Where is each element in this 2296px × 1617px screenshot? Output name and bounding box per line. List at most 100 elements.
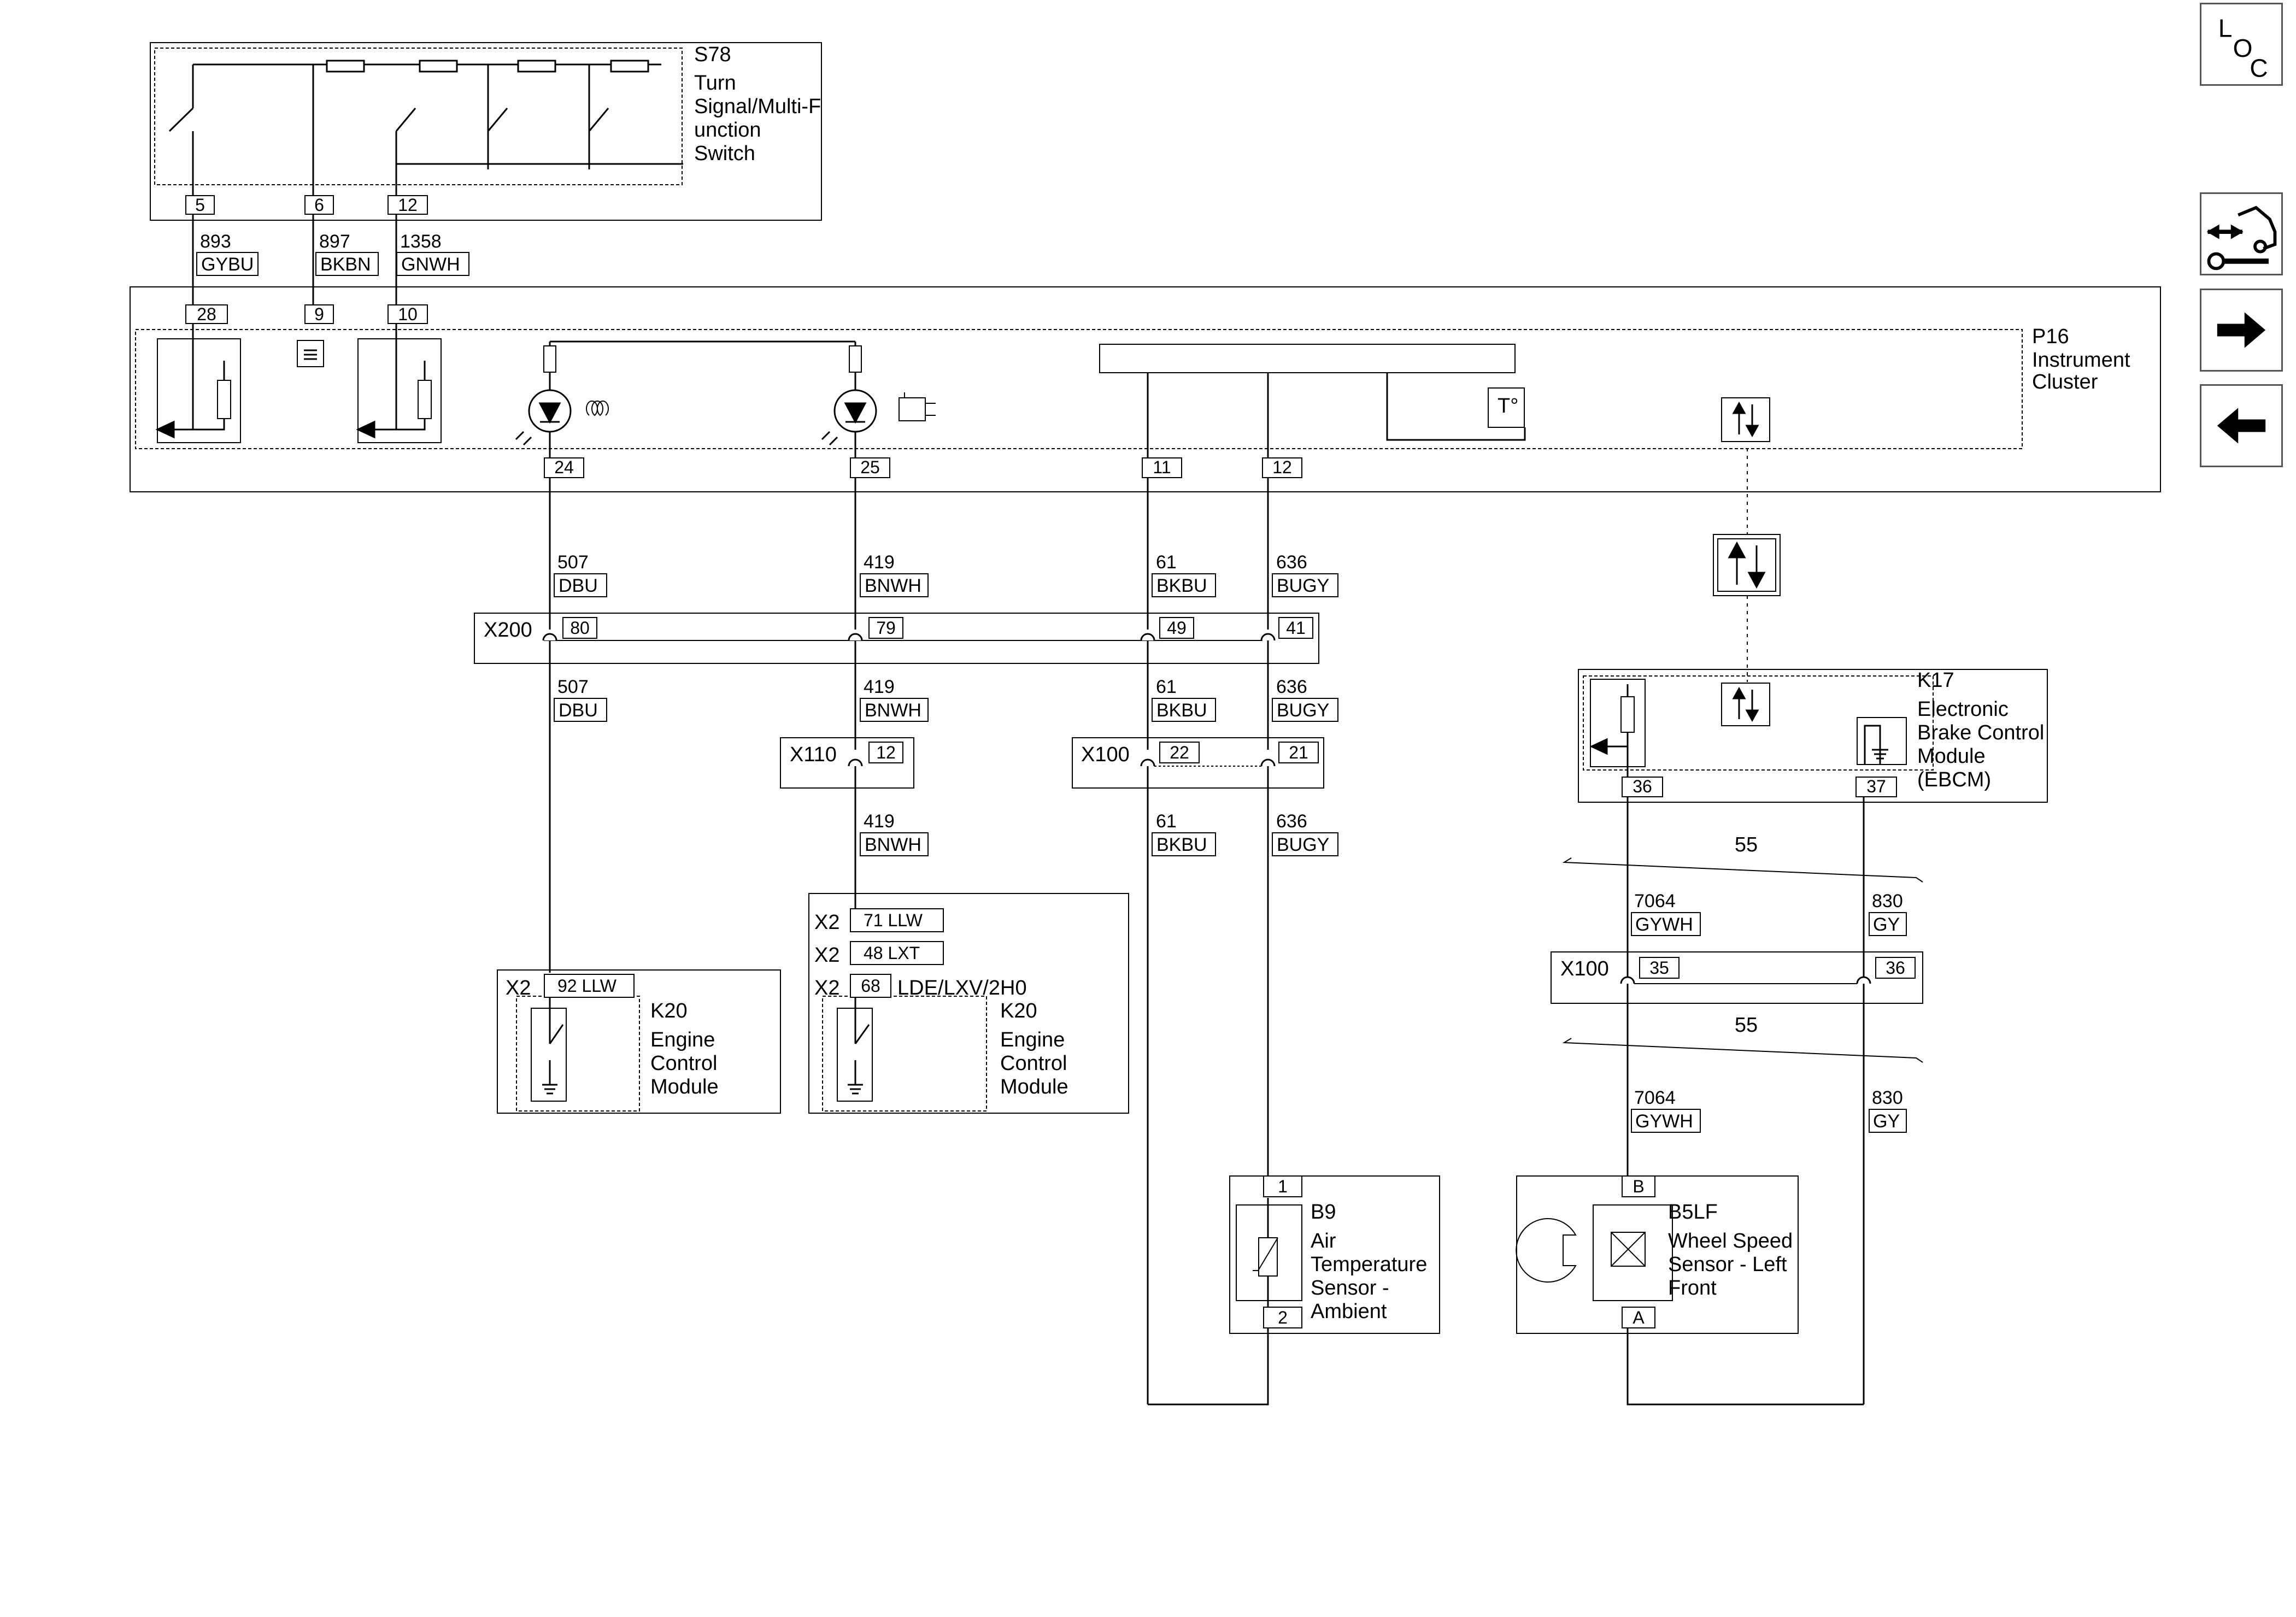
x200-pin-49: 49	[1167, 618, 1187, 638]
wire-419-upper[interactable]: 419 BNWH	[860, 552, 929, 597]
k17-name-line-4: (EBCM)	[1917, 768, 1991, 791]
wire-830-lower[interactable]: 830 GY	[1869, 1087, 1907, 1133]
x100-connector-lower[interactable]	[1551, 951, 1923, 1004]
wire-636-lower-number: 636	[1276, 677, 1307, 697]
b5lf-component[interactable]	[1516, 1175, 1799, 1334]
component-locator-button[interactable]	[2200, 192, 2283, 275]
k17-pin-37: 37	[1866, 777, 1886, 796]
wire-507-lower-color: DBU	[559, 700, 598, 721]
wire-7064-upper-number: 7064	[1634, 891, 1676, 912]
wire-419-lower-color: BNWH	[865, 700, 921, 721]
x200-pin-41: 41	[1286, 618, 1306, 638]
wire-61-lower[interactable]: 61 BKBU	[1152, 677, 1216, 722]
wire-830-lower-number: 830	[1872, 1087, 1903, 1108]
wire-893[interactable]: 893 GYBU	[196, 231, 259, 276]
p16-pin-12: 12	[1272, 457, 1292, 477]
wire-1358[interactable]: 1358 GNWH	[396, 231, 469, 276]
b9-name-line-1: Air	[1311, 1230, 1336, 1253]
x200-pin-80: 80	[570, 618, 590, 638]
wire-61-upper-color: BKBU	[1156, 575, 1207, 596]
p16-pin-25: 25	[860, 457, 880, 477]
next-page-button[interactable]	[2200, 289, 2283, 372]
wire-507-lower-number: 507	[557, 677, 589, 697]
k20-middle-row3-conn: X2	[814, 977, 839, 999]
wire-1358-color: GNWH	[401, 254, 460, 275]
wire-7064-lower-color: GYWH	[1635, 1111, 1693, 1132]
k20-left-component[interactable]	[497, 969, 781, 1114]
x100-lower-pin-36: 36	[1886, 958, 1905, 978]
k20-left-id: K20	[650, 999, 688, 1022]
wire-636-bottom-color: BUGY	[1277, 834, 1329, 855]
s78-pin-5: 5	[195, 195, 205, 215]
x200-connector[interactable]	[474, 613, 1319, 664]
wire-507-upper[interactable]: 507 DBU	[554, 552, 607, 597]
k17-component[interactable]	[1578, 669, 2048, 803]
b9-component[interactable]	[1229, 1175, 1440, 1334]
wire-61-bottom-number: 61	[1156, 811, 1177, 832]
s78-pin-12: 12	[398, 195, 418, 215]
p16-pin-9: 9	[314, 304, 324, 324]
wire-419-lower[interactable]: 419 BNWH	[860, 677, 929, 722]
b5lf-pin-b: B	[1633, 1177, 1644, 1196]
x110-pin-12: 12	[876, 743, 896, 762]
p16-temp-symbol: T°	[1498, 395, 1518, 418]
previous-page-button[interactable]	[2200, 384, 2283, 467]
wire-61-upper[interactable]: 61 BKBU	[1152, 552, 1216, 597]
wire-507-lower[interactable]: 507 DBU	[554, 677, 607, 722]
k20-middle-row2-conn: X2	[814, 944, 839, 967]
k17-name-line-1: Electronic	[1917, 698, 2009, 721]
s78-name-line-4: Switch	[694, 142, 755, 165]
x110-id: X110	[790, 743, 837, 766]
wire-61-bottom[interactable]: 61 BKBU	[1152, 811, 1216, 856]
s78-pin-6: 6	[314, 195, 324, 215]
wire-507-upper-color: DBU	[559, 575, 598, 596]
k20-left-pin: 92 LLW	[557, 976, 617, 996]
arrow-left-icon	[2217, 408, 2266, 444]
x100-connector-upper[interactable]	[1072, 737, 1324, 789]
wire-636-upper[interactable]: 636 BUGY	[1272, 552, 1338, 597]
wire-7064-upper[interactable]: 7064 GYWH	[1631, 891, 1701, 936]
wire-893-color: GYBU	[201, 254, 254, 275]
location-button[interactable]: L O C	[2200, 3, 2283, 86]
wire-897-color: BKBN	[320, 254, 371, 275]
arrow-right-icon	[2217, 312, 2266, 348]
wire-7064-upper-color: GYWH	[1635, 914, 1693, 935]
loc-icon: L O C	[2218, 14, 2268, 83]
b5lf-pin-a: A	[1633, 1308, 1645, 1327]
wire-830-upper[interactable]: 830 GY	[1869, 891, 1907, 936]
x100-upper-pin-21: 21	[1289, 743, 1308, 762]
x200-id: X200	[484, 619, 532, 642]
k20-left-name-line-2: Control	[650, 1052, 718, 1075]
p16-component[interactable]	[130, 286, 2161, 492]
x110-connector[interactable]	[780, 737, 914, 789]
twisted-pair-upper	[1562, 857, 1923, 883]
svg-text:C: C	[2250, 54, 2268, 83]
wire-7064-lower[interactable]: 7064 GYWH	[1631, 1087, 1701, 1133]
p16-name-line-1: Instrument	[2032, 349, 2130, 372]
k20-middle-name-line-3: Module	[1000, 1075, 1068, 1098]
twist-label-lower: 55	[1735, 1014, 1758, 1037]
k17-id: K17	[1917, 669, 1954, 692]
s78-component[interactable]	[150, 42, 822, 221]
wire-897-number: 897	[319, 231, 350, 252]
k20-left-name-line-1: Engine	[650, 1028, 715, 1051]
k20-middle-row3-pin: 68	[861, 976, 880, 996]
k20-middle-component[interactable]	[808, 893, 1129, 1114]
wire-830-lower-color: GY	[1873, 1111, 1900, 1132]
b9-name-line-2: Temperature	[1311, 1253, 1427, 1276]
p16-pin-10: 10	[398, 304, 418, 324]
k20-left-conn: X2	[506, 977, 531, 999]
wire-61-lower-number: 61	[1156, 677, 1177, 697]
x100-upper-pin-22: 22	[1170, 743, 1189, 762]
twisted-pair-lower	[1562, 1038, 1923, 1063]
wire-636-lower[interactable]: 636 BUGY	[1272, 677, 1338, 722]
wire-61-upper-number: 61	[1156, 552, 1177, 573]
wire-419-bottom[interactable]: 419 BNWH	[860, 811, 929, 856]
wire-636-bottom-number: 636	[1276, 811, 1307, 832]
x200-pin-79: 79	[876, 618, 896, 638]
wire-636-bottom[interactable]: 636 BUGY	[1272, 811, 1338, 856]
wire-897[interactable]: 897 BKBN	[315, 231, 379, 276]
k20-middle-row1-pin: 71 LLW	[864, 910, 923, 930]
wire-507-upper-number: 507	[557, 552, 589, 573]
